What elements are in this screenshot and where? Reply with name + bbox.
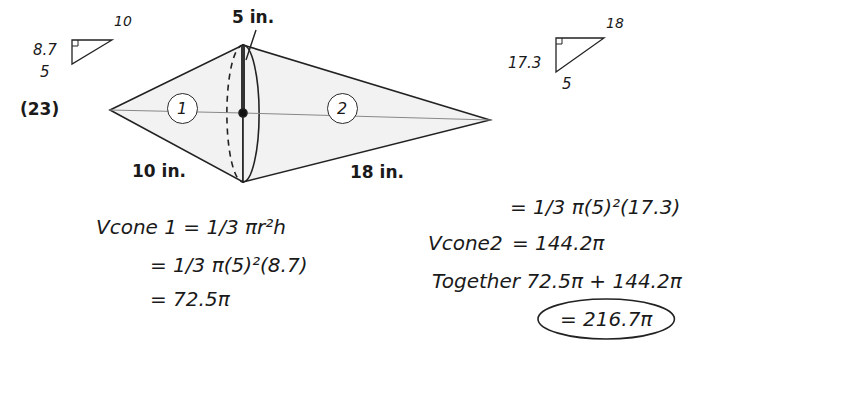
triangle-sketch bbox=[556, 38, 604, 72]
dimension-label: (23) bbox=[20, 100, 59, 119]
dimension-label: 18 in. bbox=[350, 163, 404, 182]
calculation-line: = 72.5π bbox=[150, 288, 230, 310]
circled-number: 2 bbox=[327, 93, 358, 124]
triangle-side: 8.7 bbox=[33, 42, 57, 59]
triangle-side: 5 bbox=[562, 76, 572, 93]
answer-circle bbox=[538, 299, 674, 339]
triangle-side: 17.3 bbox=[508, 55, 541, 72]
radius-line bbox=[241, 46, 245, 113]
dimension-label: 10 in. bbox=[132, 162, 186, 181]
triangle-side: 18 bbox=[606, 16, 624, 31]
right-angle-mark bbox=[556, 38, 562, 44]
part-number: 2 bbox=[337, 99, 347, 118]
calculation-line: Vcone2 bbox=[428, 232, 503, 254]
part-number: 1 bbox=[177, 99, 187, 118]
axis-line bbox=[243, 113, 490, 120]
leader-line bbox=[246, 30, 256, 60]
left-cone bbox=[110, 45, 243, 182]
dimension-label: 5 in. bbox=[232, 8, 274, 27]
calculation-line: = 1/3 π(5)²(17.3) bbox=[510, 196, 680, 218]
circled-number: 1 bbox=[167, 93, 198, 124]
calculation-line: Vcone 1 = 1/3 πr²h bbox=[96, 216, 286, 238]
triangle-side: 5 bbox=[40, 64, 50, 81]
calculation-line: Together 72.5π + 144.2π bbox=[432, 270, 682, 292]
calculation-line: = 1/3 π(5)²(8.7) bbox=[150, 254, 307, 276]
center-dot bbox=[239, 109, 247, 117]
calculation-line: = 216.7π bbox=[560, 308, 652, 330]
right-angle-mark bbox=[72, 40, 78, 46]
calculation-line: = 144.2π bbox=[512, 232, 604, 254]
right-cone bbox=[243, 45, 490, 182]
triangle-sketch bbox=[72, 40, 112, 64]
triangle-side: 10 bbox=[114, 14, 132, 29]
